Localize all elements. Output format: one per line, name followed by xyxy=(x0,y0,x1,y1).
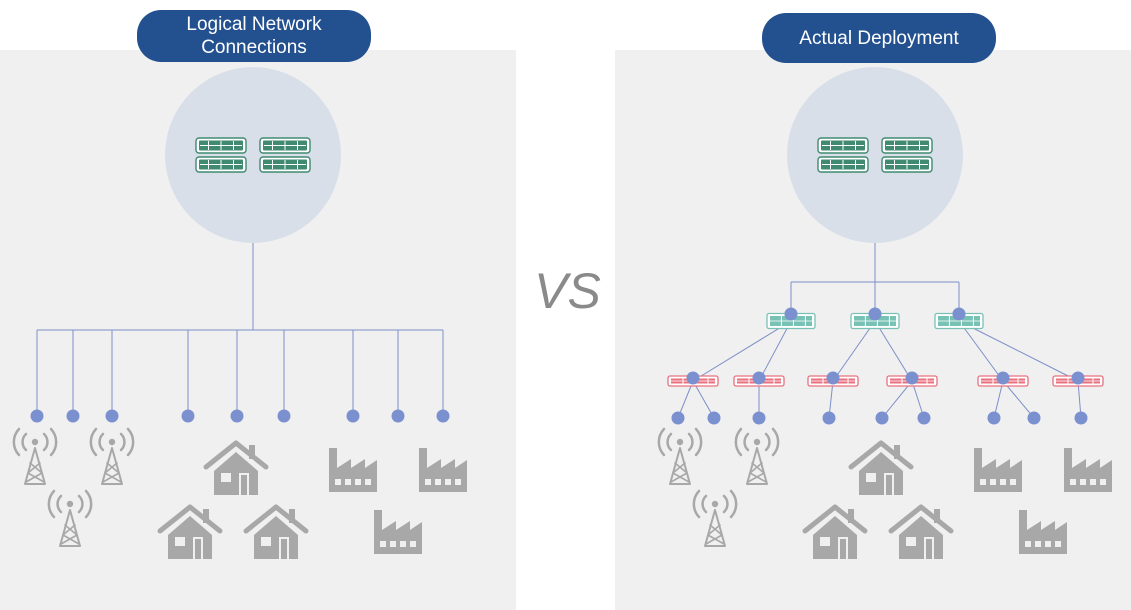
endpoint-node-dot xyxy=(671,411,685,425)
aggregation-switch-icon xyxy=(850,312,900,330)
actual-deployment-title: Actual Deployment xyxy=(762,13,996,63)
endpoint-node-dot xyxy=(1074,411,1088,425)
logical-network-title: Logical Network Connections xyxy=(137,10,371,62)
aggregation-switch-icon xyxy=(766,312,816,330)
server-rack-icon xyxy=(195,137,311,173)
factory-icon xyxy=(974,448,1022,492)
radio-tower-icon xyxy=(89,427,135,485)
endpoint-node-dot xyxy=(752,411,766,425)
core-circle-left xyxy=(165,67,341,243)
endpoint-node-dot xyxy=(30,409,44,423)
access-node-dot xyxy=(826,371,840,385)
factory-icon xyxy=(1019,510,1067,554)
endpoint-node-dot xyxy=(987,411,1001,425)
house-icon xyxy=(157,504,223,559)
access-node-dot xyxy=(1071,371,1085,385)
endpoint-node-dot xyxy=(277,409,291,423)
endpoint-node-dot xyxy=(707,411,721,425)
core-circle-right xyxy=(787,67,963,243)
radio-tower-icon xyxy=(47,489,93,547)
house-icon xyxy=(802,504,868,559)
endpoint-node-dot xyxy=(181,409,195,423)
endpoint-node-dot xyxy=(66,409,80,423)
house-icon xyxy=(203,440,269,495)
access-node-dot xyxy=(752,371,766,385)
aggregation-node-dot xyxy=(868,307,882,321)
aggregation-node-dot xyxy=(952,307,966,321)
access-node-dot xyxy=(996,371,1010,385)
endpoint-node-dot xyxy=(230,409,244,423)
endpoint-node-dot xyxy=(105,409,119,423)
endpoint-node-dot xyxy=(436,409,450,423)
house-icon xyxy=(888,504,954,559)
house-icon xyxy=(243,504,309,559)
radio-tower-icon xyxy=(12,427,58,485)
endpoint-node-dot xyxy=(875,411,889,425)
factory-icon xyxy=(374,510,422,554)
radio-tower-icon xyxy=(692,489,738,547)
factory-icon xyxy=(329,448,377,492)
endpoint-node-dot xyxy=(917,411,931,425)
endpoint-node-dot xyxy=(346,409,360,423)
house-icon xyxy=(848,440,914,495)
factory-icon xyxy=(419,448,467,492)
endpoint-node-dot xyxy=(822,411,836,425)
deployment-title-text: Actual Deployment xyxy=(799,27,959,49)
logical-title-line-1: Logical Network xyxy=(186,14,322,35)
vs-label: VS xyxy=(534,263,601,319)
server-rack-icon xyxy=(817,137,933,173)
endpoint-node-dot xyxy=(1027,411,1041,425)
logical-title-line-2: Connections xyxy=(201,37,307,58)
access-node-dot xyxy=(686,371,700,385)
endpoint-node-dot xyxy=(391,409,405,423)
access-node-dot xyxy=(905,371,919,385)
radio-tower-icon xyxy=(734,427,780,485)
radio-tower-icon xyxy=(657,427,703,485)
aggregation-node-dot xyxy=(784,307,798,321)
factory-icon xyxy=(1064,448,1112,492)
